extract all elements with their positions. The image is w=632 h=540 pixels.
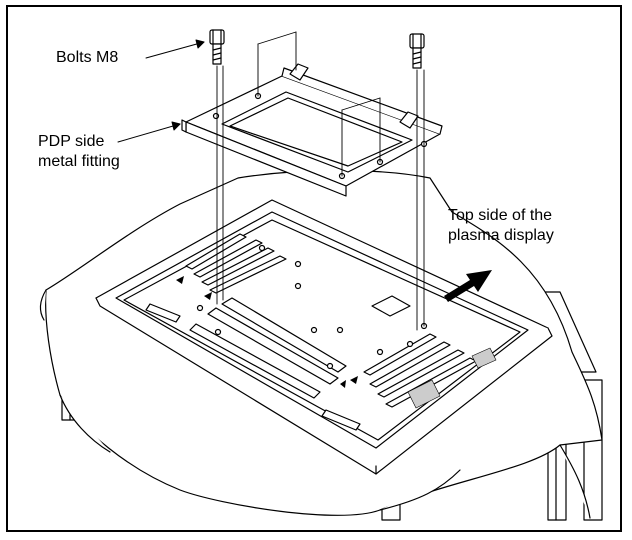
arrow-marks [176, 276, 358, 388]
corner-pads [407, 347, 497, 409]
label-bolts-text: Bolts M8 [56, 49, 119, 66]
handles [145, 303, 361, 431]
alignment-lines [216, 31, 425, 331]
label-pdp-line1: PDP side [38, 133, 105, 150]
leader-lines [117, 39, 205, 143]
table-leg-far-right [583, 379, 603, 521]
top-direction-arrow [444, 270, 492, 302]
vent-slots-upper [185, 233, 287, 294]
label-plate [371, 295, 411, 317]
label-top-line1: Top side of the [448, 207, 553, 224]
plasma-display [95, 199, 553, 475]
label-pdp-fitting: PDP side metal fitting [38, 132, 120, 172]
vent-slots-center [207, 297, 347, 385]
label-top-side: Top side of the plasma display [448, 206, 554, 246]
bolt-right [409, 33, 425, 69]
label-bolts: Bolts M8 [56, 48, 118, 68]
label-pdp-line2: metal fitting [38, 153, 120, 170]
label-top-line2: plasma display [448, 227, 554, 244]
pdp-side-metal-fitting [181, 63, 443, 197]
bolt-left [209, 29, 225, 65]
